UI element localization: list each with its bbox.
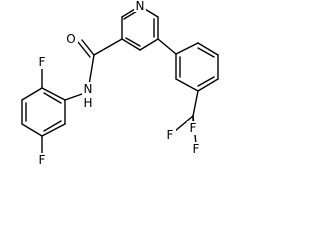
bond (192, 90, 199, 117)
atom-label: N (84, 82, 93, 96)
bond (43, 120, 62, 132)
molecule-structure: N O N H F F F F F (21, 0, 219, 167)
atom-f-cf3-bottom: F (190, 142, 202, 156)
atom-h-amide: H (82, 96, 95, 110)
atom-f-ortho: F (36, 55, 48, 69)
bond (157, 38, 177, 55)
atom-f-meta: F (36, 153, 48, 167)
bond (121, 38, 141, 51)
bond (139, 38, 159, 51)
atom-f-cf3-left: F (164, 128, 176, 142)
bond (21, 87, 43, 101)
atom-label: F (167, 128, 174, 142)
atom-label: F (39, 153, 46, 167)
bond (43, 92, 62, 104)
bond (197, 76, 215, 87)
bond (81, 39, 95, 56)
bond (64, 93, 83, 101)
atom-label: O (66, 32, 75, 46)
atom-n-pyridine: N (134, 0, 146, 13)
atom-label: H (83, 96, 92, 110)
atom-label: F (190, 121, 197, 135)
bond (174, 115, 194, 132)
bond (93, 38, 123, 56)
atom-o-amide: O (64, 32, 78, 46)
atom-n-amide: N (82, 82, 95, 96)
bond (197, 78, 219, 92)
atom-label: N (136, 0, 145, 13)
atom-f-cf3-top: F (187, 121, 199, 135)
atom-label: F (193, 142, 200, 156)
bond (88, 54, 95, 86)
atom-label: F (39, 55, 46, 69)
bond (21, 123, 43, 137)
bond (41, 87, 66, 101)
bond (175, 78, 199, 92)
bond (197, 47, 215, 58)
bond (77, 41, 91, 58)
bond (175, 42, 199, 55)
bond (125, 37, 141, 47)
bond (41, 123, 66, 137)
molecule-svg: N O N H F F F F F (21, 0, 219, 167)
bond (197, 42, 219, 56)
bond (123, 10, 138, 20)
